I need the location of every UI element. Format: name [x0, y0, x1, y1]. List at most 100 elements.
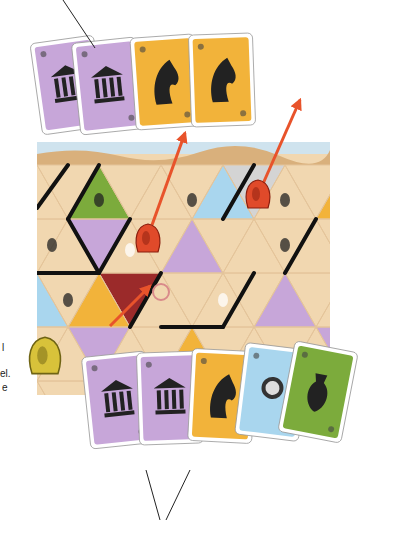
- colored-field: [285, 219, 330, 273]
- field-icon: [280, 193, 290, 207]
- card-face: [134, 38, 196, 126]
- grid-field: [99, 219, 161, 273]
- colored-field: [316, 165, 330, 219]
- grid-field: [68, 165, 130, 219]
- card-corner: [81, 51, 88, 58]
- grid-field: [223, 219, 285, 273]
- move-arrow: [110, 286, 150, 326]
- grid-field: [130, 165, 192, 219]
- temple-column: [157, 390, 162, 409]
- move-arrow: [262, 100, 300, 186]
- grid-field: [285, 165, 330, 219]
- grid-field: [37, 219, 99, 273]
- temple-column: [164, 390, 169, 409]
- temple-column: [112, 392, 118, 411]
- card-face: [76, 41, 140, 130]
- pawn-shade: [37, 346, 47, 364]
- grid-field: [192, 165, 254, 219]
- pawn-shade: [252, 187, 260, 201]
- field-icon: [125, 243, 135, 257]
- colored-field: [161, 219, 223, 273]
- card-border: [188, 33, 255, 127]
- shield-marker: [153, 284, 169, 300]
- horse-icon: [210, 58, 237, 103]
- temple-column: [109, 77, 115, 96]
- temple-column: [127, 391, 133, 410]
- grid-field: [316, 273, 330, 327]
- game-card: [188, 33, 255, 127]
- wall: [161, 325, 223, 329]
- card-corner: [201, 358, 207, 364]
- card-corner: [139, 46, 145, 52]
- temple-icon: [90, 64, 126, 103]
- temple-column: [69, 76, 76, 95]
- temple-column: [179, 390, 184, 409]
- pawn-body: [246, 180, 270, 208]
- card-group: [30, 33, 358, 449]
- grid-field: [68, 219, 130, 273]
- card-corner: [146, 362, 152, 368]
- leader-line: [166, 470, 190, 520]
- colored-field: [254, 273, 316, 327]
- game-card: [278, 341, 358, 444]
- temple-column: [172, 390, 177, 409]
- vase-icon: [305, 372, 331, 413]
- card-corner: [301, 351, 308, 358]
- field-icon: [187, 193, 197, 207]
- colored-field: [68, 165, 130, 219]
- pawn-shade: [142, 231, 150, 245]
- grid-field: [223, 165, 285, 219]
- pawn-body: [30, 337, 61, 373]
- card-corner: [40, 51, 47, 58]
- grid-field: [68, 273, 130, 327]
- pawn-body: [136, 224, 160, 252]
- wall: [37, 271, 99, 275]
- grid-field: [285, 273, 330, 327]
- wall: [68, 219, 99, 273]
- card-face: [193, 37, 252, 123]
- temple-column: [117, 77, 123, 96]
- pawn-piece: [30, 337, 61, 373]
- pawn-piece: [246, 180, 270, 208]
- grid-field: [99, 273, 161, 327]
- grid-field: [37, 273, 99, 327]
- card-border: [278, 341, 358, 444]
- temple-column: [102, 78, 108, 97]
- temple-icon: [153, 377, 186, 414]
- temple-icon: [100, 378, 136, 417]
- temple-column: [61, 77, 68, 96]
- pawn-piece: [136, 224, 160, 252]
- field-icon: [47, 238, 57, 252]
- grid-field: [192, 219, 254, 273]
- card-corner: [240, 110, 246, 116]
- temple-column: [104, 393, 110, 412]
- colored-field: [68, 219, 130, 273]
- card-corner: [198, 44, 204, 50]
- grid-field: [37, 381, 68, 395]
- warrior-icon: [265, 380, 281, 396]
- grid-field: [192, 273, 254, 327]
- field-icon: [94, 193, 104, 207]
- grid-field: [223, 273, 285, 327]
- hills: [37, 146, 330, 165]
- temple-column: [94, 79, 100, 98]
- card-corner: [128, 114, 135, 121]
- grid-field: [161, 219, 223, 273]
- grid-field: [130, 273, 192, 327]
- grid-field: [316, 165, 330, 219]
- card-corner: [184, 111, 190, 117]
- wall: [37, 165, 68, 208]
- card-corner: [253, 352, 260, 359]
- temple-column: [54, 78, 61, 97]
- grid-field: [37, 165, 99, 219]
- grid-field: [161, 273, 223, 327]
- piece-group: [30, 100, 300, 374]
- horse-icon: [152, 59, 180, 105]
- colored-field: [99, 273, 161, 327]
- text-fragment: el.: [0, 369, 11, 379]
- card-corner: [91, 365, 98, 372]
- field-icon: [280, 238, 290, 252]
- colored-field: [223, 165, 285, 219]
- leader-line: [63, 0, 95, 48]
- grid-field: [99, 165, 161, 219]
